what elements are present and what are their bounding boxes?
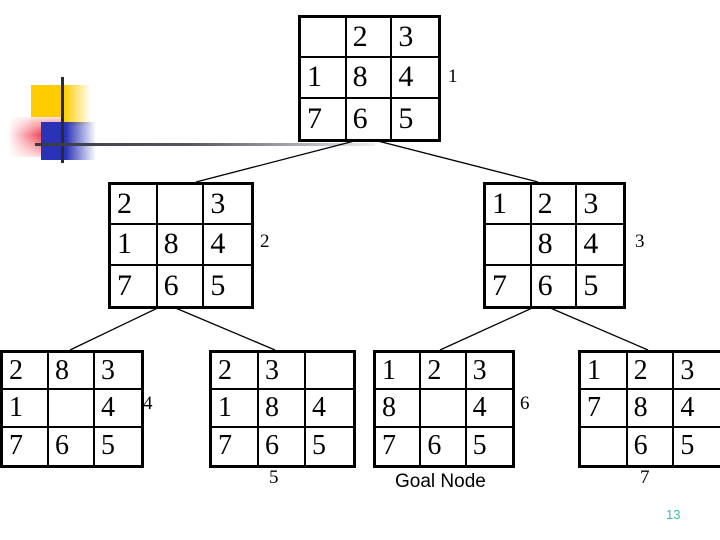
puzzle-grid: 1 2 3 8 4 7 6 5 xyxy=(373,350,515,468)
puzzle-cell: 2 xyxy=(421,353,467,391)
puzzle-node-6-goal: 1 2 3 8 4 7 6 5 6 Goal Node xyxy=(373,350,530,491)
node-label: 7 xyxy=(640,467,650,488)
edge-2-to-4 xyxy=(69,303,167,351)
puzzle-grid: 2 8 3 1 4 7 6 5 xyxy=(0,350,144,468)
puzzle-cell: 3 xyxy=(95,353,141,391)
horizontal-rule-decoration xyxy=(35,143,375,146)
puzzle-cell: 5 xyxy=(583,268,599,302)
puzzle-grid: 1 2 3 7 8 4 6 5 xyxy=(578,350,720,468)
node-label: 5 xyxy=(269,467,279,488)
puzzle-node-5: 2 3 1 8 4 7 6 5 5 xyxy=(209,350,356,487)
puzzle-cell: 1 xyxy=(376,353,422,391)
puzzle-grid: 2 3 1 8 4 7 6 5 xyxy=(298,15,441,142)
puzzle-grid: 2 3 1 8 4 7 6 5 xyxy=(209,350,356,468)
puzzle-node-4: 2 8 3 1 4 7 6 5 4 xyxy=(0,350,153,468)
puzzle-cell: 7 xyxy=(376,427,422,465)
puzzle-node-3: 1 2 3 8 4 7 6 5 3 xyxy=(483,182,645,309)
puzzle-cell: 4 xyxy=(306,390,353,428)
puzzle-cell: 6 xyxy=(347,98,393,139)
puzzle-cell: 5 xyxy=(398,101,414,135)
node-label: 3 xyxy=(635,231,645,252)
puzzle-cell: 8 xyxy=(627,390,675,428)
puzzle-cell: 8 xyxy=(376,390,422,428)
node-label: 4 xyxy=(143,393,153,414)
node-label: 1 xyxy=(448,66,458,87)
puzzle-cell: 2 xyxy=(3,353,49,391)
puzzle-cell: 6 xyxy=(49,427,95,465)
puzzle-cell: 6 xyxy=(421,427,467,465)
puzzle-cell: 6 xyxy=(628,427,675,465)
slide-decoration xyxy=(0,0,200,163)
puzzle-cell: 1 xyxy=(111,225,158,266)
puzzle-cell: 4 xyxy=(466,390,512,428)
puzzle-cell: 6 xyxy=(532,265,578,306)
puzzle-cell: 4 xyxy=(577,225,623,266)
node-label: 6 xyxy=(520,393,530,414)
slide-page-number: 13 xyxy=(666,507,681,522)
puzzle-node-7: 1 2 3 7 8 4 6 5 7 xyxy=(578,350,720,487)
puzzle-cell: 1 xyxy=(212,390,259,428)
puzzle-cell: 6 xyxy=(158,265,205,306)
puzzle-cell: 3 xyxy=(259,353,306,391)
puzzle-cell: 2 xyxy=(346,18,393,59)
puzzle-cell: 5 xyxy=(680,430,695,462)
puzzle-cell: 1 xyxy=(301,58,347,99)
puzzle-cell: 4 xyxy=(95,390,141,428)
puzzle-grid: 2 3 1 8 4 7 6 5 xyxy=(108,182,254,309)
puzzle-node-1: 2 3 1 8 4 7 6 5 1 xyxy=(298,15,458,142)
puzzle-cell: 1 xyxy=(3,390,49,428)
puzzle-cell: 8 xyxy=(49,353,95,391)
puzzle-cell xyxy=(581,427,628,465)
puzzle-cell xyxy=(301,18,347,59)
puzzle-cell: 8 xyxy=(259,390,306,428)
puzzle-cell: 8 xyxy=(346,58,393,99)
puzzle-cell: 3 xyxy=(204,185,251,226)
puzzle-cell: 4 xyxy=(204,225,251,266)
puzzle-cell: 4 xyxy=(392,58,438,99)
puzzle-cell: 5 xyxy=(101,430,115,462)
puzzle-cell: 2 xyxy=(111,185,158,226)
puzzle-cell: 2 xyxy=(212,353,259,391)
puzzle-cell: 3 xyxy=(466,353,512,391)
puzzle-cell: 4 xyxy=(674,390,720,428)
puzzle-cell: 7 xyxy=(212,427,259,465)
edge-2-to-5 xyxy=(165,303,276,351)
puzzle-cell: 3 xyxy=(674,353,720,391)
puzzle-cell xyxy=(49,390,95,428)
puzzle-cell: 7 xyxy=(581,390,628,428)
blue-square-decoration xyxy=(41,122,96,160)
goal-node-caption: Goal Node xyxy=(395,471,486,492)
puzzle-cell: 7 xyxy=(486,265,532,306)
puzzle-cell: 7 xyxy=(301,98,347,139)
puzzle-cell: 8 xyxy=(531,225,578,266)
puzzle-node-2: 2 3 1 8 4 7 6 5 2 xyxy=(108,182,270,309)
edge-1-to-3 xyxy=(365,137,539,183)
puzzle-cell: 7 xyxy=(3,427,49,465)
edge-3-to-6 xyxy=(439,303,542,351)
puzzle-cell: 3 xyxy=(577,185,623,226)
node-label: 2 xyxy=(260,231,270,252)
puzzle-cell: 3 xyxy=(392,18,438,59)
puzzle-cell xyxy=(157,185,205,226)
puzzle-cell: 1 xyxy=(581,353,628,391)
edge-1-to-2 xyxy=(195,137,367,183)
puzzle-grid: 1 2 3 8 4 7 6 5 xyxy=(483,182,626,309)
puzzle-cell: 2 xyxy=(627,353,675,391)
puzzle-cell: 1 xyxy=(486,185,532,226)
puzzle-cell: 6 xyxy=(259,427,306,465)
puzzle-cell: 5 xyxy=(312,430,326,462)
puzzle-cell: 8 xyxy=(157,225,205,266)
puzzle-cell: 7 xyxy=(111,265,158,306)
vertical-rule-decoration xyxy=(61,77,64,163)
puzzle-cell xyxy=(306,353,353,391)
puzzle-cell xyxy=(421,390,467,428)
puzzle-cell: 5 xyxy=(472,430,487,462)
puzzle-cell: 5 xyxy=(210,268,226,302)
puzzle-cell xyxy=(486,225,532,266)
puzzle-cell: 2 xyxy=(531,185,578,226)
edge-3-to-7 xyxy=(540,303,649,351)
